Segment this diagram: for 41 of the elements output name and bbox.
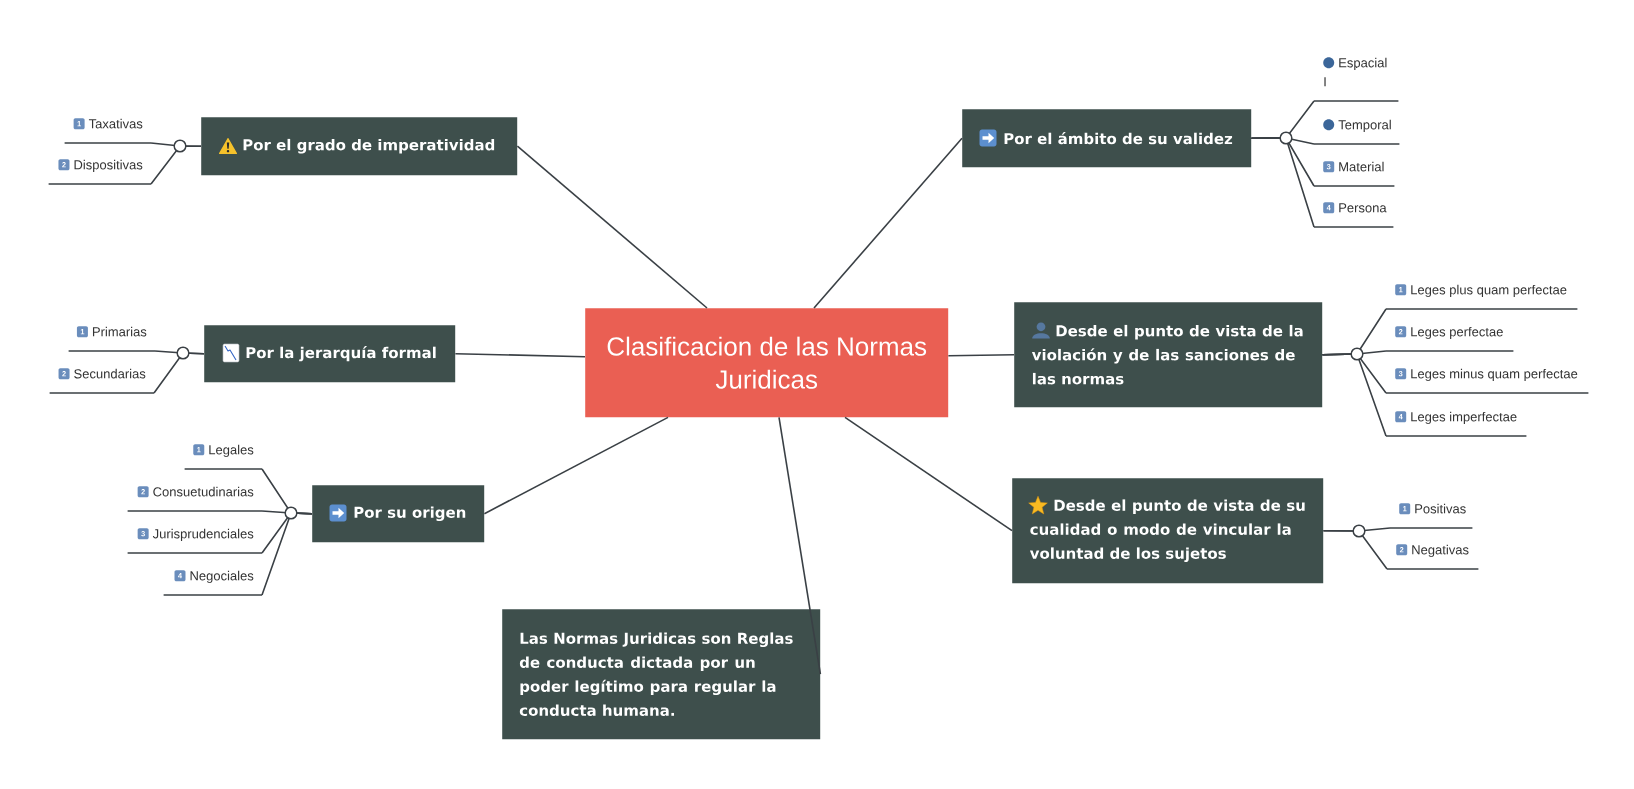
connector-line bbox=[516, 145, 708, 309]
node-label: Legales bbox=[209, 444, 254, 457]
connector-line bbox=[454, 352, 586, 358]
topic-box: Por su origen bbox=[312, 485, 485, 543]
underlined-topic: Temporal bbox=[1313, 119, 1401, 145]
topic-box: Por el grado de imperatividad bbox=[201, 117, 518, 176]
connector-line bbox=[778, 416, 822, 675]
node-label: Consuetudinarias bbox=[153, 486, 254, 497]
connector-line bbox=[1250, 137, 1315, 228]
node-label: Negociales bbox=[190, 570, 254, 583]
node-label: Espacial I bbox=[1324, 57, 1387, 87]
node-label: Material bbox=[1339, 161, 1384, 172]
node-label: Leges perfectae bbox=[1411, 326, 1503, 339]
node-label: Secundarias bbox=[74, 368, 146, 379]
topic-box: Desde el punto de vista de la violación y de las sanciones de las normas bbox=[1014, 302, 1323, 408]
topic-box: Desde el punto de vista de su cualidad o modo de vincular la voluntad de los sujetos bbox=[1012, 478, 1324, 584]
underlined-topic: Espacial I bbox=[1313, 57, 1400, 102]
node-label: Persona bbox=[1339, 203, 1387, 213]
node-label: Leges plus quam perfectae bbox=[1411, 284, 1567, 297]
node-label: Positivas bbox=[1415, 503, 1466, 514]
connector-line bbox=[1321, 353, 1387, 437]
connector-line bbox=[947, 353, 1015, 357]
connector-line bbox=[150, 145, 202, 185]
connector-line bbox=[813, 137, 963, 309]
node-label: Negativas bbox=[1412, 544, 1469, 557]
topic-box: Por el ámbito de su validez bbox=[962, 109, 1252, 168]
note-box: Las Normas Juridicas son Reglas de conducta dictada por un poder legítimo para regular la conducta humana. bbox=[502, 609, 821, 740]
connector-line bbox=[483, 416, 669, 515]
node-label: Dispositivas bbox=[74, 159, 143, 172]
node-label: Primarias bbox=[92, 326, 147, 337]
connector-line bbox=[1322, 529, 1388, 570]
node-label: Jurisprudenciales bbox=[152, 528, 254, 541]
connector-line bbox=[153, 352, 205, 394]
node-label: Leges minus quam perfectae bbox=[1411, 368, 1578, 381]
central-topic-box: Clasificacion de las Normas Juridicas bbox=[585, 308, 949, 418]
connector-line bbox=[261, 512, 313, 596]
connector-line bbox=[844, 416, 1013, 532]
node-label: Leges imperfectae bbox=[1411, 411, 1517, 424]
topic-box: Por la jerarquía formal bbox=[204, 325, 456, 383]
node-label: Taxativas bbox=[88, 118, 143, 129]
node-label: Temporal bbox=[1338, 119, 1391, 132]
